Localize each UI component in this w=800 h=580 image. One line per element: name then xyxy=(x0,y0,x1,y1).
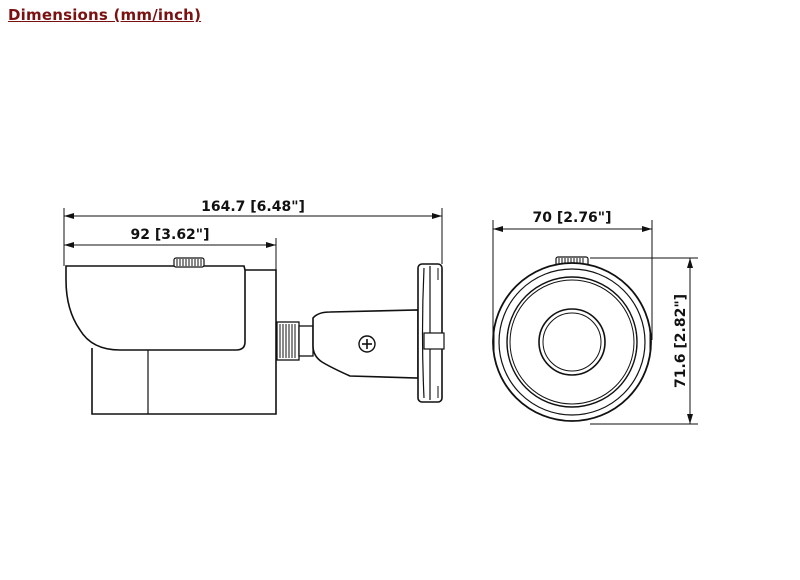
front-height-label: 71.6 [2.82"] xyxy=(673,294,689,388)
page-title: Dimensions (mm/inch) xyxy=(8,6,202,24)
front-width-label: 70 [2.76"] xyxy=(533,210,612,226)
total-length-label: 164.7 [6.48"] xyxy=(201,199,305,215)
body-length-label: 92 [3.62"] xyxy=(131,227,210,243)
side-view: 164.7 [6.48"] 92 [3.62"] xyxy=(63,199,445,415)
lens xyxy=(538,308,606,376)
front-view: 70 [2.76"] 71.6 [2.82"] xyxy=(492,210,698,425)
